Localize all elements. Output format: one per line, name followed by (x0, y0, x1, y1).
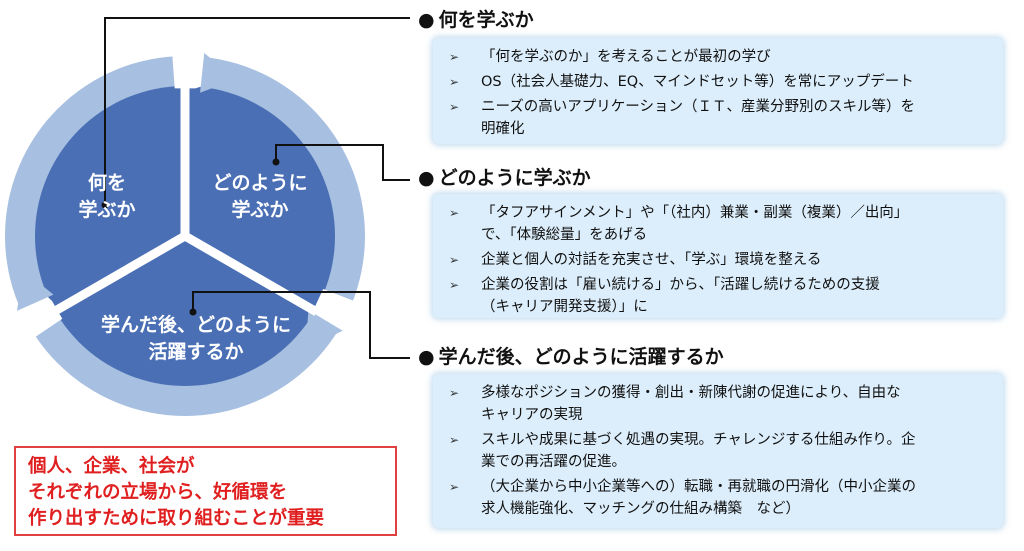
note-line: それぞれの立場から、好循環を (28, 482, 288, 503)
section-box-after: ➢ 多様なポジションの獲得・創出・新陳代謝の促進により、自由な キャリアの実現 ➢… (433, 374, 1003, 528)
list-item: ➢ ニーズの高いアプリケーション（ＩＴ、産業分野別のスキル等）を 明確化 (447, 96, 993, 140)
list-item-text: 企業と個人の対話を充実させ、「学ぶ」環境を整える (481, 252, 822, 268)
important-note-box: 個人、企業、社会が それぞれの立場から、好循環を 作り出すために取り組むことが重… (14, 446, 397, 536)
arrow-bullet-icon: ➢ (449, 386, 460, 400)
connector-line-2 (275, 144, 410, 181)
bullet-dot: ● (418, 346, 435, 368)
section-title-text: 何を学ぶか (438, 9, 534, 31)
arrow-bullet-icon: ➢ (449, 253, 460, 267)
bullet-dot: ● (418, 167, 435, 189)
section-title-text: どのように学ぶか (438, 167, 591, 189)
segment-label-how: どのように 学ぶか (212, 172, 308, 221)
list-item-text: 「タフアサインメント」や「（社内）兼業・副業（複業）／出向」 で、「体験総量」を… (481, 205, 909, 243)
connector-line-3 (192, 291, 410, 359)
cycle-arrow-head (200, 53, 236, 93)
connector-dot (189, 308, 197, 316)
arrow-bullet-icon: ➢ (449, 480, 460, 494)
arrow-bullet-icon: ➢ (449, 100, 460, 114)
list-item-text: ニーズの高いアプリケーション（ＩＴ、産業分野別のスキル等）を 明確化 (481, 99, 915, 137)
cycle-arrow-head (305, 310, 343, 349)
arrow-bullet-icon: ➢ (449, 75, 460, 89)
list-item: ➢ 企業の役割は「雇い続ける」から、「活躍し続けるための支援 （キャリア開発支援）… (447, 274, 993, 318)
arrow-bullet-icon: ➢ (449, 206, 460, 220)
section-title-text: 学んだ後、どのように活躍するか (438, 346, 724, 368)
section-title-what: ●何を学ぶか (418, 8, 534, 32)
list-item: ➢ OS（社会人基礎力、EQ、マインドセット等）を常にアップデート (447, 71, 993, 93)
list-item-text: OS（社会人基礎力、EQ、マインドセット等）を常にアップデート (481, 74, 914, 90)
list-item-text: スキルや成果に基づく処遇の実現。チャレンジする仕組み作り。企 業での再活躍の促進… (481, 432, 916, 470)
list-item-text: 企業の役割は「雇い続ける」から、「活躍し続けるための支援 （キャリア開発支援）」… (481, 277, 880, 315)
arrow-bullet-icon: ➢ (449, 433, 460, 447)
list-item: ➢ 企業と個人の対話を充実させ、「学ぶ」環境を整える (447, 249, 993, 271)
section-box-what: ➢ 「何を学ぶのか」を考えることが最初の学び ➢ OS（社会人基礎力、EQ、マインド… (433, 38, 1003, 144)
arrow-bullet-icon: ➢ (449, 278, 460, 292)
list-item-text: 「何を学ぶのか」を考えることが最初の学び (481, 49, 771, 65)
list-item: ➢ 多様なポジションの獲得・創出・新陳代謝の促進により、自由な キャリアの実現 (447, 382, 993, 426)
cycle-divider (51, 232, 188, 316)
bullet-dot: ● (418, 9, 435, 31)
segment-label-after: 学んだ後、どのように 活躍するか (100, 314, 291, 363)
section-box-how: ➢ 「タフアサインメント」や「（社内）兼業・副業（複業）／出向」 で、「体験総量」… (433, 194, 1003, 318)
connector-dot (272, 158, 280, 166)
note-line: 個人、企業、社会が (28, 456, 195, 477)
list-item: ➢ スキルや成果に基づく処遇の実現。チャレンジする仕組み作り。企 業での再活躍の促… (447, 429, 993, 473)
list-item: ➢ （大企業から中小企業等への）転職・再就職の円滑化（中小企業の 求人機能強化、マ… (447, 476, 993, 520)
list-item-text: （大企業から中小企業等への）転職・再就職の円滑化（中小企業の 求人機能強化、マッ… (481, 479, 916, 517)
list-item-text: 多様なポジションの獲得・創出・新陳代謝の促進により、自由な キャリアの実現 (481, 385, 901, 423)
section-title-how: ●どのように学ぶか (418, 166, 591, 190)
connector-line-1 (104, 17, 410, 205)
arrow-bullet-icon: ➢ (449, 50, 460, 64)
cycle-divider (182, 232, 319, 316)
segment-label-what: 何を 学ぶか (78, 172, 136, 221)
section-title-after: ●学んだ後、どのように活躍するか (418, 345, 724, 369)
note-line: 作り出すために取り組むことが重要 (28, 508, 325, 529)
cycle-arrow-head (16, 270, 54, 311)
connector-dot (101, 201, 109, 209)
list-item: ➢ 「タフアサインメント」や「（社内）兼業・副業（複業）／出向」 で、「体験総量」… (447, 202, 993, 246)
list-item: ➢ 「何を学ぶのか」を考えることが最初の学び (447, 46, 993, 68)
